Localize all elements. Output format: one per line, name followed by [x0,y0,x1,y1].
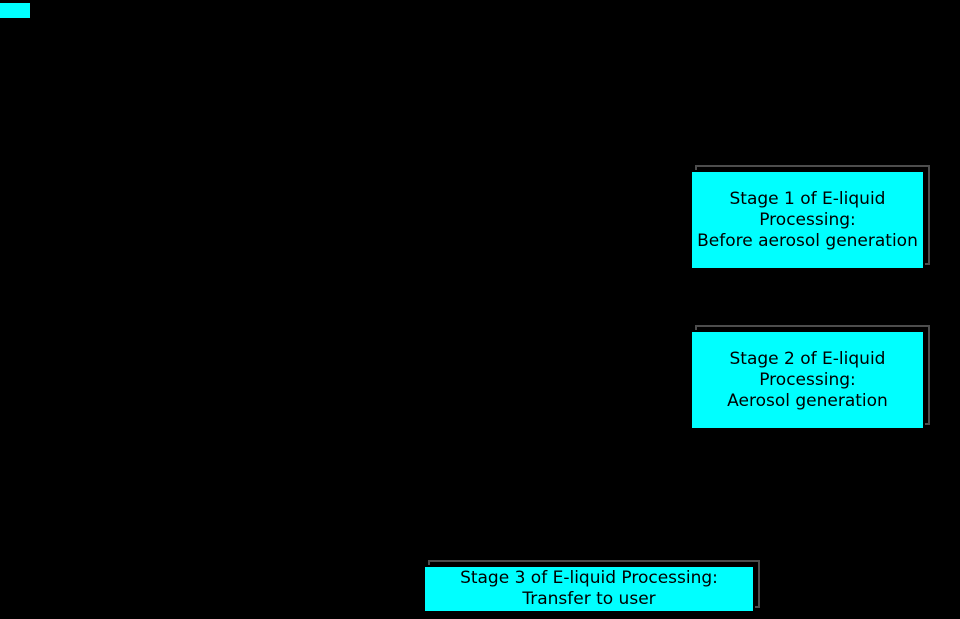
flowchart-node-stage-2: Stage 2 of E-liquid Processing: Aerosol … [690,325,930,430]
node-box: Stage 3 of E-liquid Processing: Transfer… [423,565,755,613]
node-box: Stage 2 of E-liquid Processing: Aerosol … [690,330,925,430]
flowchart-node-stage-3: Stage 3 of E-liquid Processing: Transfer… [423,560,760,613]
flowchart-node-stage-1: Stage 1 of E-liquid Processing: Before a… [690,165,930,270]
node-label-stage-2: Stage 2 of E-liquid Processing: Aerosol … [727,348,888,411]
node-label-stage-1: Stage 1 of E-liquid Processing: Before a… [697,188,918,251]
clipped-cyan-node-fragment [0,3,30,18]
node-box: Stage 1 of E-liquid Processing: Before a… [690,170,925,270]
node-label-stage-3: Stage 3 of E-liquid Processing: Transfer… [460,568,718,609]
